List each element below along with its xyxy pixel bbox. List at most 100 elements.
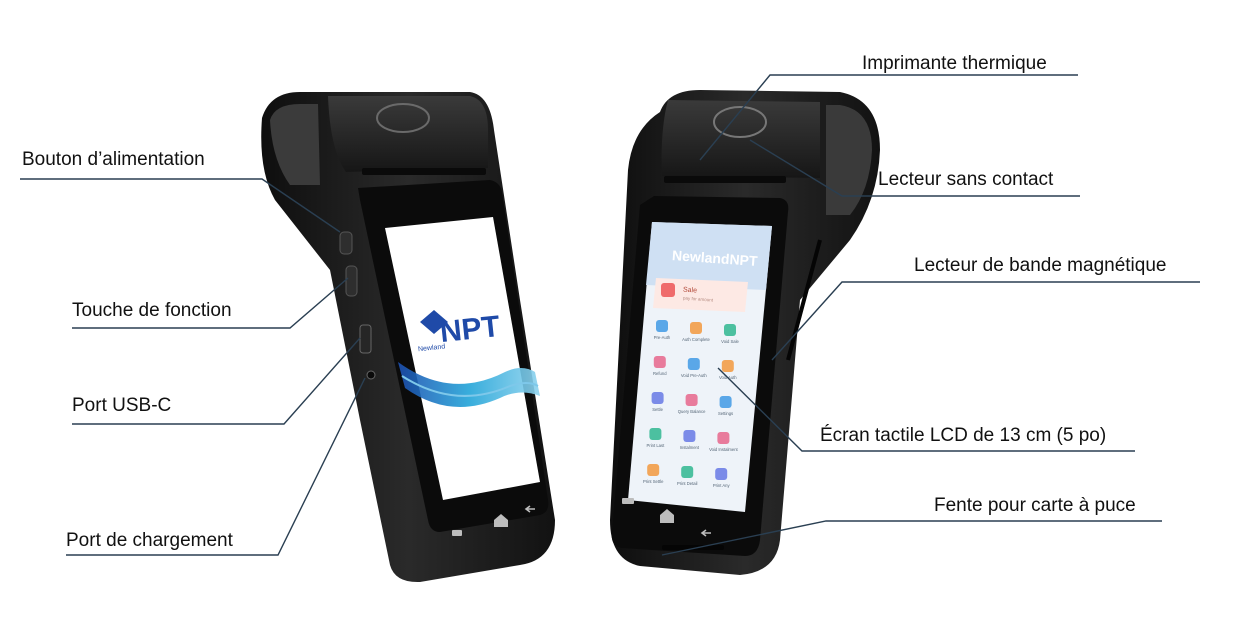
app-tile-label: Void Pre-Auth: [681, 373, 708, 378]
line-contactless-reader: [749, 139, 1080, 197]
label-charging-port: Port de chargement: [66, 530, 233, 551]
label-contactless-reader: Lecteur sans contact: [878, 169, 1054, 190]
app-tile: Auth Complete: [682, 322, 711, 342]
right-menu-icon: [622, 498, 634, 504]
app-tile-label: Void Sale: [721, 339, 739, 344]
left-usb-c-port: [359, 324, 372, 354]
line-power-button: [20, 178, 341, 233]
left-contactless-mark: [376, 103, 430, 133]
right-contactless-mark: [713, 106, 767, 138]
right-printer-head: [661, 100, 820, 178]
app-tile-icon: [683, 430, 696, 442]
app-tile-icon: [656, 320, 668, 332]
left-function-key: [345, 265, 358, 297]
label-chip-slot: Fente pour carte à puce: [934, 495, 1136, 516]
app-tile-icon: [681, 466, 694, 478]
line-usb-c: [72, 337, 361, 425]
app-tile: Settings: [718, 396, 733, 416]
app-tile-icon: [647, 464, 660, 476]
app-tile: Refund: [653, 356, 667, 376]
line-lcd-screen: [717, 367, 1135, 452]
right-home-icon: [660, 509, 674, 523]
app-tile: Void Pre-Auth: [681, 358, 708, 378]
app-tile-label: Query Balance: [678, 409, 706, 414]
label-usb-c: Port USB-C: [72, 395, 172, 416]
left-logo-icon: [420, 310, 448, 334]
left-home-icon: [494, 514, 508, 527]
line-magstripe-reader: [771, 281, 1200, 361]
app-tile-label: Instalment: [680, 445, 700, 450]
app-tile-icon: [724, 324, 736, 336]
left-power-button: [339, 231, 353, 255]
right-screen-header: [646, 222, 772, 290]
app-tile: Print Last: [647, 428, 666, 448]
left-nav-bar: [452, 505, 535, 536]
left-screen-wave-line: [401, 375, 539, 397]
left-screen-wave: [398, 362, 540, 407]
app-tile-label: Pre-Auth: [654, 335, 671, 340]
app-tile-label: Refund: [653, 371, 667, 376]
app-tile-icon: [690, 322, 702, 334]
app-tile: Settle: [651, 392, 664, 412]
right-magstripe-slot: [786, 239, 822, 361]
app-tile: Print Settle: [643, 464, 664, 484]
app-tile-label: Print Settle: [643, 479, 664, 484]
label-function-key: Touche de fonction: [72, 300, 232, 321]
app-tile-icon: [717, 432, 730, 444]
app-tile-icon: [719, 396, 732, 408]
app-tile: Print Detail: [677, 466, 698, 486]
app-tile-label: Settle: [652, 407, 663, 412]
right-back-icon: [700, 529, 711, 537]
line-charging-port: [66, 377, 366, 556]
app-tile-label: Settings: [718, 411, 733, 416]
right-paper-slot: [664, 176, 786, 183]
left-logo-sub: Newland: [418, 343, 446, 353]
left-back-icon: [524, 505, 535, 513]
callout-lines: [20, 74, 1200, 556]
app-tile: Query Balance: [678, 394, 706, 414]
app-tile-label: Auth Complete: [682, 337, 710, 342]
right-sale-icon: [661, 283, 675, 297]
app-tile: Pre-Auth: [654, 320, 671, 340]
left-logo-text: NPT: [438, 310, 501, 349]
app-tile-icon: [685, 394, 698, 406]
right-terminal: NewlandNPT Sale pay for amount Pre-Auth A…: [610, 90, 880, 575]
app-tile-icon: [651, 392, 664, 404]
app-tile-label: Print Detail: [677, 481, 698, 486]
app-tile-icon: [687, 358, 700, 370]
app-tile-label: Void Instalment: [709, 447, 738, 452]
app-tile: Void Sale: [721, 324, 740, 344]
line-chip-slot: [661, 520, 1162, 556]
app-tile-label: Print Last: [647, 443, 666, 448]
left-printer-head: [328, 96, 488, 172]
label-magstripe-reader: Lecteur de bande magnétique: [914, 255, 1167, 276]
right-chip-slot: [662, 545, 724, 550]
right-sale-card: [653, 278, 748, 312]
left-menu-icon: [452, 530, 462, 536]
app-tile-icon: [653, 356, 666, 368]
app-tile: Void Instalment: [709, 432, 739, 452]
app-tile-label: Print Any: [713, 483, 731, 488]
right-brand: NewlandNPT: [672, 247, 759, 269]
right-sale-sub: pay for amount: [683, 296, 714, 303]
left-terminal: NPT Newland: [261, 92, 555, 583]
app-tile-icon: [649, 428, 662, 440]
right-grip-highlight: [826, 105, 872, 215]
label-power-button: Bouton d’alimentation: [22, 149, 205, 170]
left-screen: [385, 217, 540, 500]
line-function-key: [72, 277, 349, 329]
left-paper-slot: [362, 168, 486, 175]
left-charging-port: [366, 370, 376, 380]
app-tile-icon: [721, 360, 734, 372]
app-tile: Print Any: [713, 468, 731, 488]
right-sale-title: Sale: [683, 287, 698, 295]
line-thermal-printer: [699, 74, 1078, 161]
app-tile-icon: [715, 468, 728, 480]
label-thermal-printer: Imprimante thermique: [862, 53, 1047, 74]
left-grip-highlight: [270, 104, 320, 185]
label-lcd-screen: Écran tactile LCD de 13 cm (5 po): [820, 425, 1107, 446]
app-tile: Instalment: [680, 430, 700, 450]
